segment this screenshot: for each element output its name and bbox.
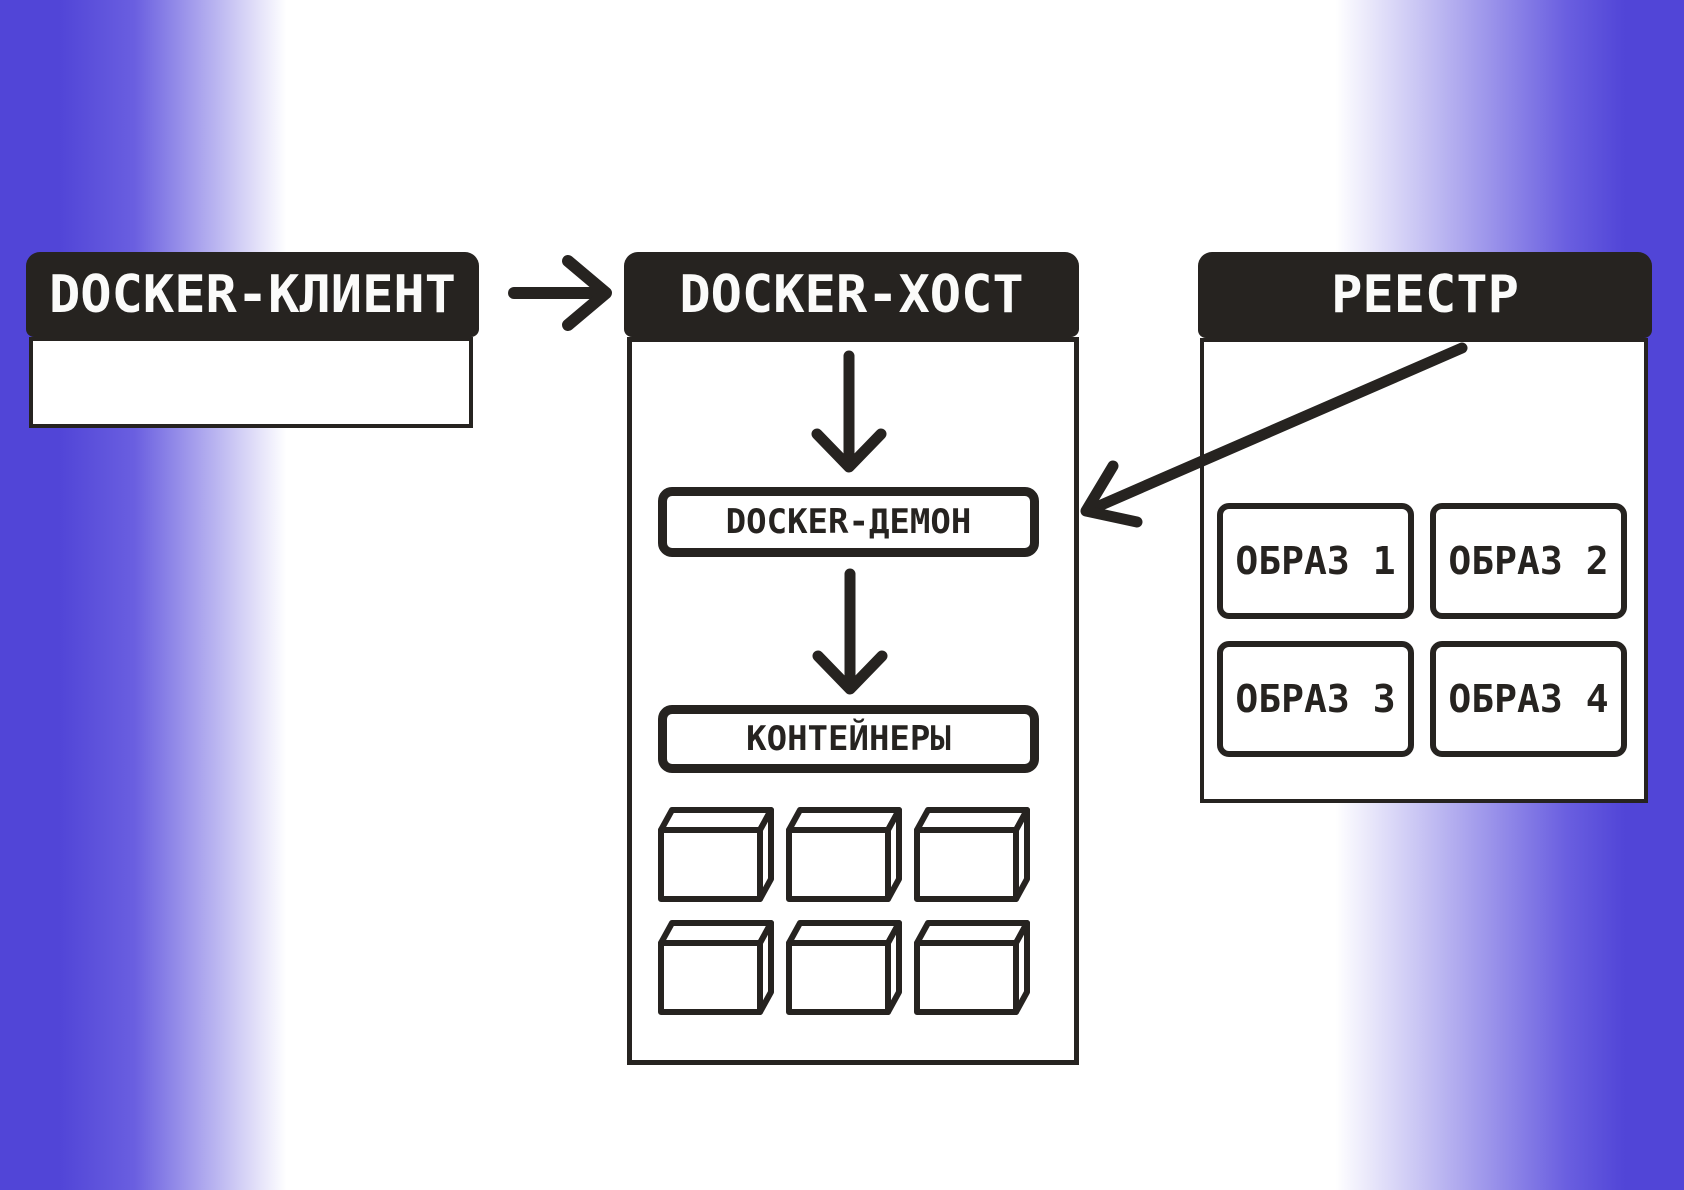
image-card-3: ОБРАЗ 3 — [1217, 641, 1414, 757]
image-card-1: ОБРАЗ 1 — [1217, 503, 1414, 619]
registry-title: РЕЕСТР — [1331, 265, 1519, 325]
image-card-4-label: ОБРАЗ 4 — [1448, 677, 1609, 721]
container-cube — [914, 920, 1030, 1015]
daemon-label: DOCKER-ДЕМОН — [725, 502, 972, 542]
container-cube — [786, 920, 902, 1015]
image-card-2: ОБРАЗ 2 — [1430, 503, 1627, 619]
containers-label: КОНТЕЙНЕРЫ — [746, 719, 951, 759]
container-cube — [786, 807, 902, 902]
image-card-3-label: ОБРАЗ 3 — [1235, 677, 1396, 721]
cube-front-face — [658, 827, 763, 902]
arrow-client-to-host-icon — [508, 255, 612, 331]
registry-header: РЕЕСТР — [1198, 252, 1652, 338]
image-card-4: ОБРАЗ 4 — [1430, 641, 1627, 757]
host-header: DOCKER-ХОСТ — [624, 252, 1079, 337]
containers-box: КОНТЕЙНЕРЫ — [658, 705, 1039, 773]
cube-front-face — [786, 827, 891, 902]
client-header: DOCKER-КЛИЕНТ — [26, 252, 479, 337]
image-card-2-label: ОБРАЗ 2 — [1448, 539, 1609, 583]
daemon-box: DOCKER-ДЕМОН — [658, 487, 1039, 557]
container-cube — [914, 807, 1030, 902]
cube-front-face — [786, 940, 891, 1015]
cube-front-face — [658, 940, 763, 1015]
image-card-1-label: ОБРАЗ 1 — [1235, 539, 1396, 583]
container-cube — [658, 807, 774, 902]
client-title: DOCKER-КЛИЕНТ — [49, 264, 456, 325]
client-body — [29, 337, 473, 428]
container-cube — [658, 920, 774, 1015]
cube-front-face — [914, 827, 1019, 902]
cube-front-face — [914, 940, 1019, 1015]
host-title: DOCKER-ХОСТ — [679, 264, 1024, 325]
container-cubes — [658, 805, 1030, 1015]
